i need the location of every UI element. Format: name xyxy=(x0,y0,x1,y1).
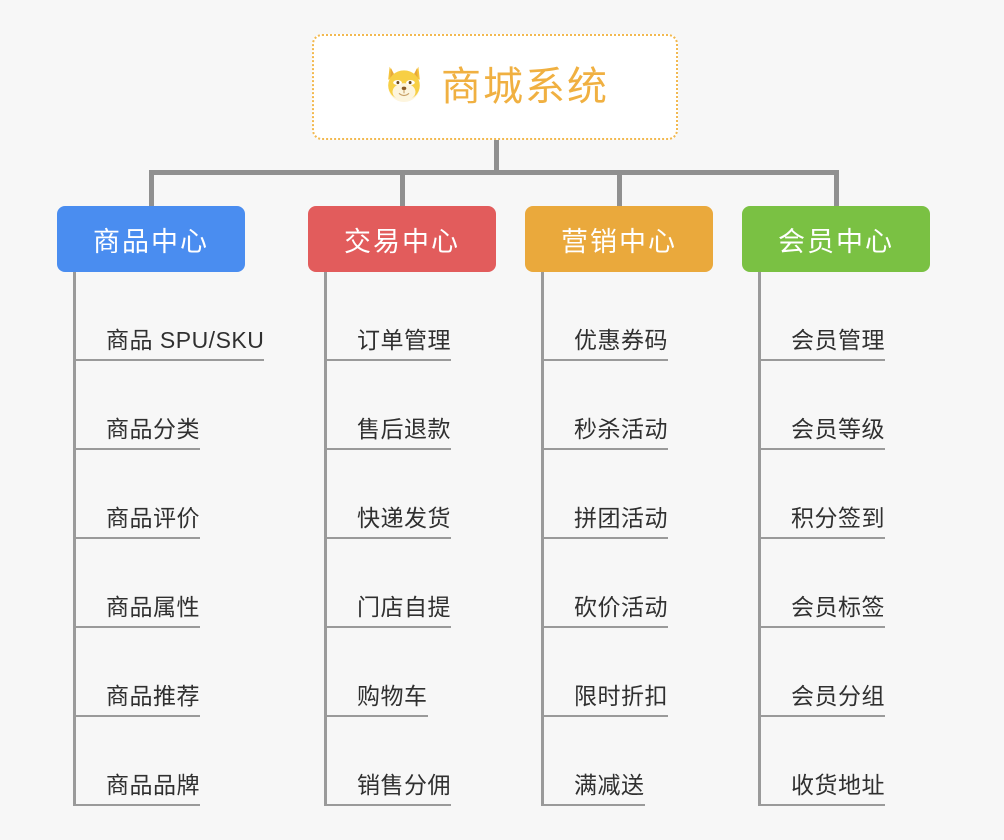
category-label: 营销中心 xyxy=(561,226,677,257)
item-underline xyxy=(76,804,200,806)
category-label: 商品中心 xyxy=(93,226,209,257)
category-header-product[interactable]: 商品中心 xyxy=(57,206,245,272)
list-item[interactable]: 门店自提 xyxy=(327,539,496,628)
item-label: 满减送 xyxy=(544,766,645,806)
item-list-product: 商品 SPU/SKU 商品分类 商品评价 商品属性 商品推荐 商品品牌 xyxy=(73,272,265,806)
list-item[interactable]: 砍价活动 xyxy=(544,539,713,628)
connector-root-stem xyxy=(494,140,499,173)
list-item[interactable]: 快递发货 xyxy=(327,450,496,539)
list-item[interactable]: 积分签到 xyxy=(761,450,930,539)
item-label: 售后退款 xyxy=(327,410,451,450)
item-underline xyxy=(761,359,885,361)
list-item[interactable]: 商品推荐 xyxy=(76,628,245,717)
item-label: 收货地址 xyxy=(761,766,885,806)
item-list-marketing: 优惠券码 秒杀活动 拼团活动 砍价活动 限时折扣 满减送 xyxy=(541,272,713,806)
item-underline xyxy=(76,626,200,628)
category-header-transaction[interactable]: 交易中心 xyxy=(308,206,496,272)
item-label: 限时折扣 xyxy=(544,677,668,717)
list-item[interactable]: 会员分组 xyxy=(761,628,930,717)
category-column-member: 会员中心 会员管理 会员等级 积分签到 会员标签 会员分组 收货地址 xyxy=(742,206,930,806)
category-column-marketing: 营销中心 优惠券码 秒杀活动 拼团活动 砍价活动 限时折扣 满减送 xyxy=(525,206,713,806)
item-label: 商品分类 xyxy=(76,410,200,450)
connector-branch-2 xyxy=(400,170,405,210)
item-label: 会员标签 xyxy=(761,588,885,628)
connector-horizontal-bus xyxy=(149,170,839,175)
item-label: 商品 SPU/SKU xyxy=(76,321,265,361)
item-underline xyxy=(327,804,451,806)
item-label: 会员等级 xyxy=(761,410,885,450)
item-label: 销售分佣 xyxy=(327,766,451,806)
item-underline xyxy=(544,359,668,361)
item-list-transaction: 订单管理 售后退款 快递发货 门店自提 购物车 销售分佣 xyxy=(324,272,496,806)
item-underline xyxy=(544,537,668,539)
list-item[interactable]: 商品评价 xyxy=(76,450,245,539)
list-item[interactable]: 售后退款 xyxy=(327,361,496,450)
category-label: 会员中心 xyxy=(778,226,894,257)
item-underline xyxy=(76,715,200,717)
connector-branch-3 xyxy=(617,170,622,210)
connector-branch-1 xyxy=(149,170,154,210)
list-item[interactable]: 秒杀活动 xyxy=(544,361,713,450)
category-label: 交易中心 xyxy=(344,226,460,257)
item-label: 商品品牌 xyxy=(76,766,200,806)
list-item[interactable]: 会员标签 xyxy=(761,539,930,628)
category-column-transaction: 交易中心 订单管理 售后退款 快递发货 门店自提 购物车 销售分佣 xyxy=(308,206,496,806)
root-title: 商城系统 xyxy=(441,65,609,109)
item-label: 快递发货 xyxy=(327,499,451,539)
item-underline xyxy=(761,715,885,717)
item-label: 订单管理 xyxy=(327,321,451,361)
item-label: 秒杀活动 xyxy=(544,410,668,450)
connector-branch-4 xyxy=(834,170,839,210)
item-list-member: 会员管理 会员等级 积分签到 会员标签 会员分组 收货地址 xyxy=(758,272,930,806)
list-item[interactable]: 收货地址 xyxy=(761,717,930,806)
item-label: 拼团活动 xyxy=(544,499,668,539)
item-underline xyxy=(544,626,668,628)
list-item[interactable]: 销售分佣 xyxy=(327,717,496,806)
item-underline xyxy=(761,626,885,628)
item-underline xyxy=(761,448,885,450)
item-label: 会员管理 xyxy=(761,321,885,361)
item-underline xyxy=(327,448,451,450)
list-item[interactable]: 商品分类 xyxy=(76,361,245,450)
item-underline xyxy=(76,448,200,450)
list-item[interactable]: 订单管理 xyxy=(327,272,496,361)
root-node[interactable]: 商城系统 xyxy=(312,34,678,140)
item-underline xyxy=(76,359,265,361)
item-label: 积分签到 xyxy=(761,499,885,539)
item-underline xyxy=(544,804,645,806)
item-underline xyxy=(327,626,451,628)
item-label: 商品评价 xyxy=(76,499,200,539)
item-underline xyxy=(327,359,451,361)
list-item[interactable]: 商品 SPU/SKU xyxy=(76,272,265,361)
item-underline xyxy=(327,715,428,717)
list-item[interactable]: 购物车 xyxy=(327,628,496,717)
list-item[interactable]: 满减送 xyxy=(544,717,713,806)
item-label: 购物车 xyxy=(327,677,428,717)
list-item[interactable]: 商品属性 xyxy=(76,539,245,628)
item-underline xyxy=(76,537,200,539)
item-underline xyxy=(761,537,885,539)
item-underline xyxy=(544,448,668,450)
item-underline xyxy=(327,537,451,539)
item-label: 商品推荐 xyxy=(76,677,200,717)
category-column-product: 商品中心 商品 SPU/SKU 商品分类 商品评价 商品属性 商品推荐 商品品牌 xyxy=(57,206,265,806)
list-item[interactable]: 优惠券码 xyxy=(544,272,713,361)
item-underline xyxy=(761,804,885,806)
item-underline xyxy=(544,715,668,717)
item-label: 商品属性 xyxy=(76,588,200,628)
item-label: 砍价活动 xyxy=(544,588,668,628)
item-label: 会员分组 xyxy=(761,677,885,717)
category-header-marketing[interactable]: 营销中心 xyxy=(525,206,713,272)
list-item[interactable]: 会员管理 xyxy=(761,272,930,361)
list-item[interactable]: 限时折扣 xyxy=(544,628,713,717)
category-header-member[interactable]: 会员中心 xyxy=(742,206,930,272)
list-item[interactable]: 商品品牌 xyxy=(76,717,245,806)
item-label: 门店自提 xyxy=(327,588,451,628)
item-label: 优惠券码 xyxy=(544,321,668,361)
list-item[interactable]: 拼团活动 xyxy=(544,450,713,539)
shiba-dog-face-icon xyxy=(381,61,427,114)
list-item[interactable]: 会员等级 xyxy=(761,361,930,450)
